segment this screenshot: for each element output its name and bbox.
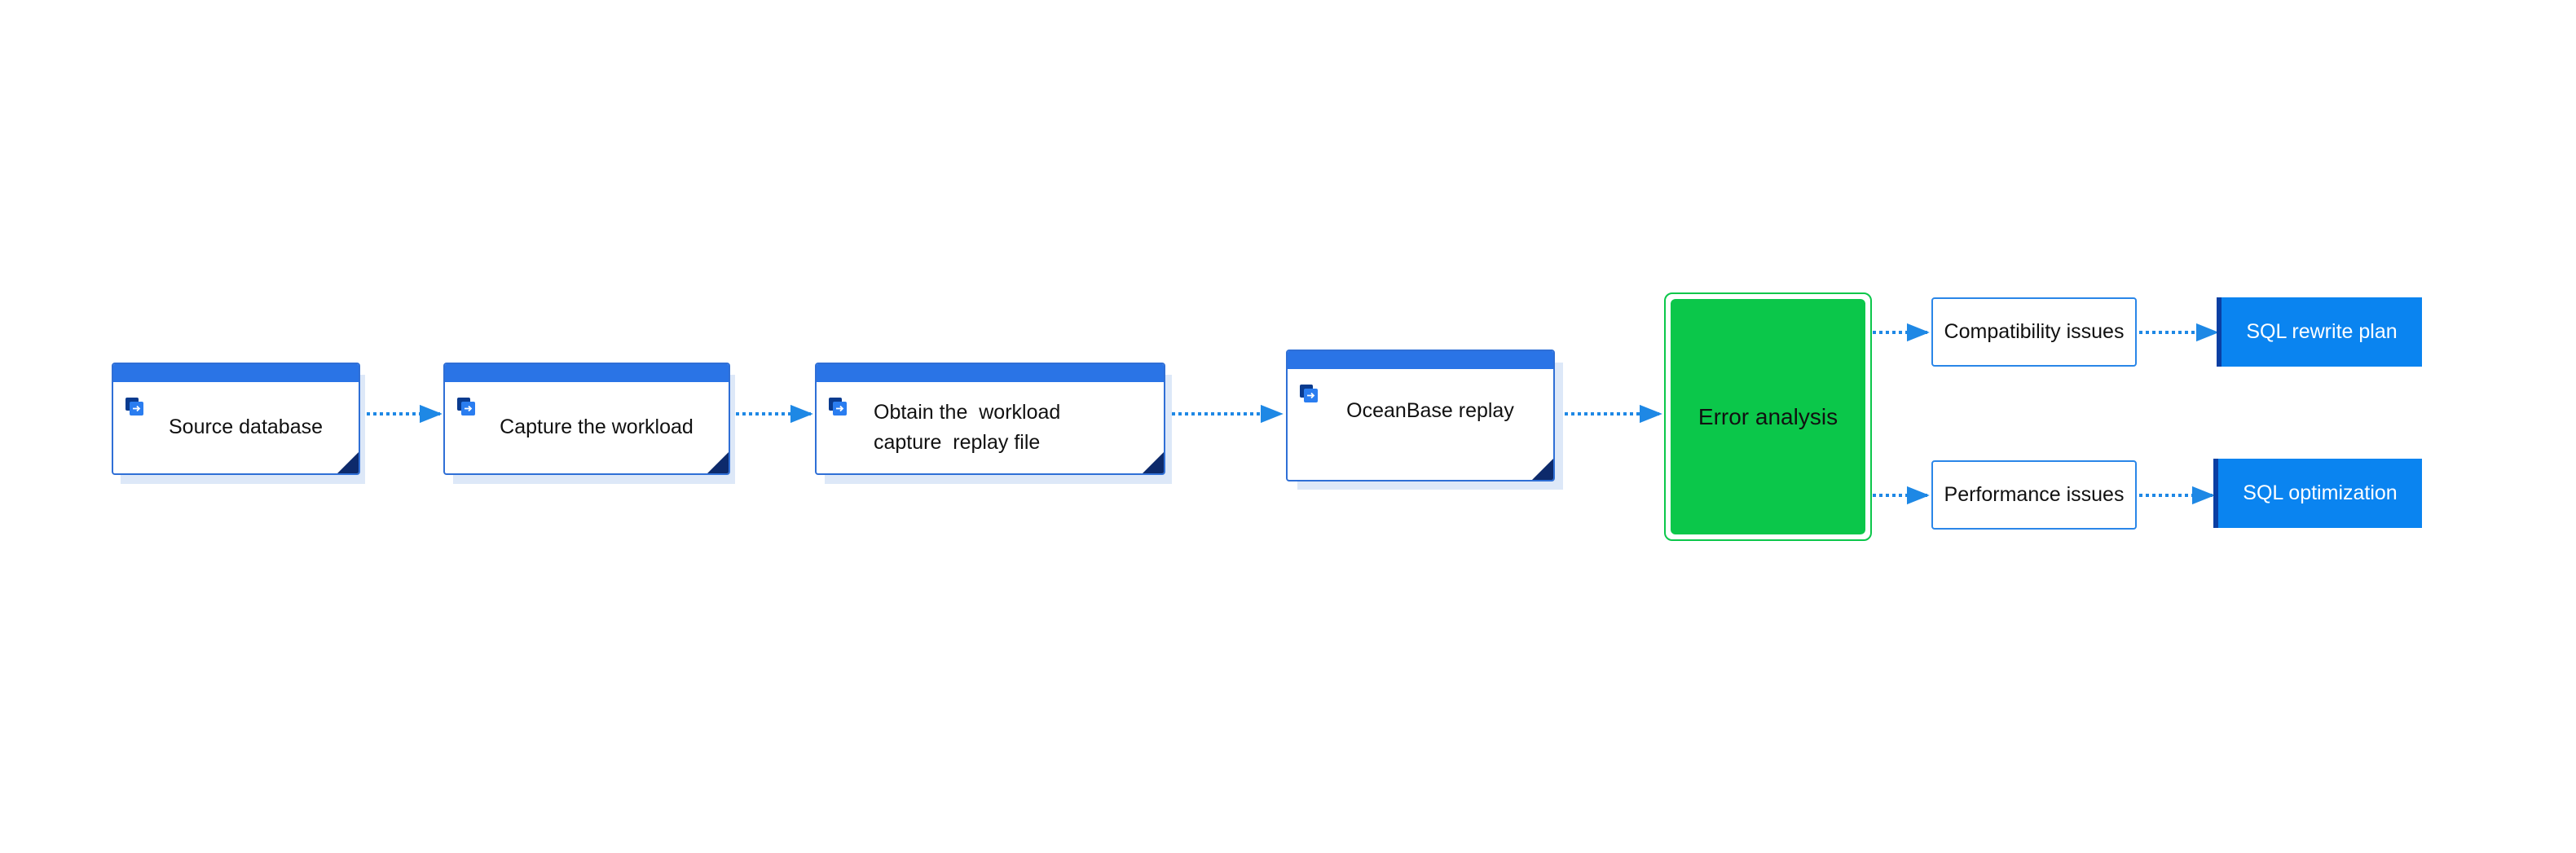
step-card-capture: Capture the workload — [443, 363, 730, 475]
step-label: Obtain the workload capture replay file — [874, 400, 1061, 455]
result-sql-rewrite-plan: SQL rewrite plan — [2217, 297, 2422, 367]
card-header-bar — [817, 364, 1164, 382]
card-header-bar — [445, 364, 729, 382]
app-window-icon — [829, 398, 847, 416]
step-label: Capture the workload — [500, 416, 694, 439]
step-card-obtain: Obtain the workload capture replay file — [815, 363, 1165, 475]
card-header-bar — [1288, 351, 1553, 369]
issue-performance: Performance issues — [1931, 460, 2137, 530]
step-card-replay: OceanBase replay — [1286, 350, 1555, 481]
analysis-label: Error analysis — [1671, 299, 1865, 534]
issue-compatibility: Compatibility issues — [1931, 297, 2137, 367]
app-window-icon — [457, 398, 475, 416]
analysis-node: Error analysis — [1664, 292, 1872, 541]
page-fold-icon — [707, 452, 729, 473]
step-label: OceanBase replay — [1346, 399, 1514, 423]
step-card-source: Source database — [112, 363, 360, 475]
app-window-icon — [1300, 385, 1318, 402]
step-label: Source database — [168, 416, 324, 439]
app-window-icon — [125, 398, 143, 416]
result-sql-optimization: SQL optimization — [2213, 459, 2422, 528]
page-fold-icon — [1143, 452, 1164, 473]
page-fold-icon — [1532, 459, 1553, 480]
page-fold-icon — [337, 452, 359, 473]
card-header-bar — [113, 364, 359, 382]
